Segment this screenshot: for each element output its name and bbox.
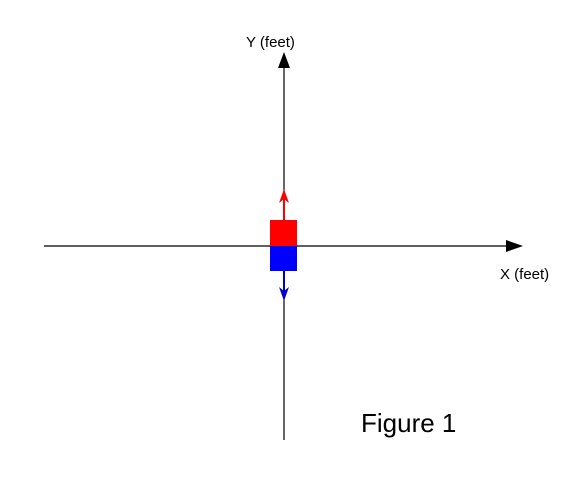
y-axis-label: Y (feet) (246, 34, 295, 51)
x-axis-arrowhead-icon (506, 240, 523, 252)
blue-block (270, 246, 297, 271)
red-block (270, 220, 297, 246)
figure-caption: Figure 1 (361, 408, 456, 438)
blue-arrow-down-icon (279, 287, 289, 301)
red-arrow-up-icon (279, 189, 289, 203)
x-axis-label: X (feet) (500, 266, 549, 283)
y-axis-arrowhead-icon (278, 52, 290, 68)
